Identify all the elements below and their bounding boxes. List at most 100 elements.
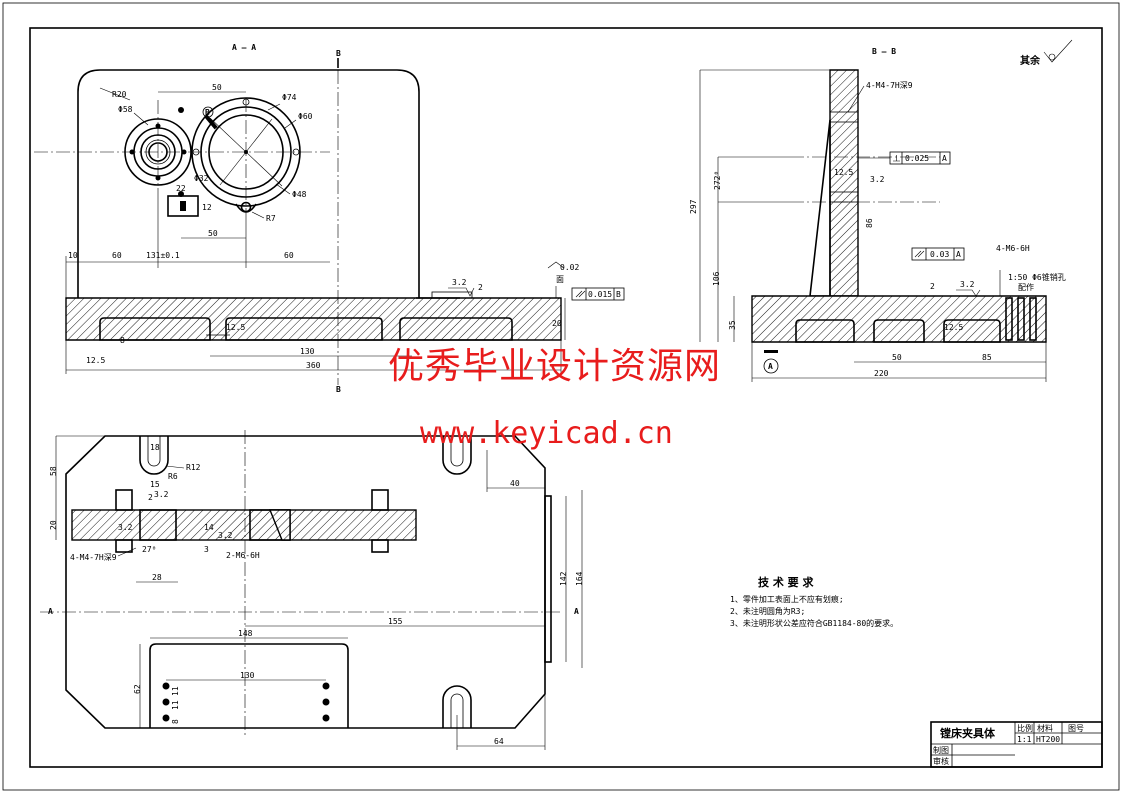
dim-142: 142 (559, 571, 568, 586)
dim-131: 131±0.1 (146, 251, 180, 260)
general-roughness: 其余 (1020, 39, 1073, 67)
dim-106: 106 (712, 271, 721, 286)
dim-28: 28 (152, 573, 162, 582)
roughness-3-2-plan-a: 3.2 (154, 490, 169, 499)
parallel-datum-side: A (956, 250, 961, 259)
cut-mark-b-bottom: B (336, 385, 341, 394)
thread-2m6: 2-M6-6H (226, 551, 260, 560)
dim-272: 272⁰ (713, 171, 722, 190)
dim-155: 155 (388, 617, 403, 626)
drawn-label: 制图 (933, 745, 949, 755)
dim-58: 58 (49, 466, 58, 476)
dim-8-plan: 8 (171, 719, 180, 724)
dim-62: 62 (133, 684, 142, 694)
dim-2-side: 2 (930, 282, 935, 291)
r7-label: R7 (266, 214, 276, 223)
header-material: 材料 (1037, 723, 1053, 733)
header-ratio: 比例 (1017, 723, 1033, 733)
r20-label: R20 (112, 90, 127, 99)
flatness-value: 0.02 (560, 263, 579, 272)
perp-datum: A (942, 154, 947, 163)
dim-2-front: 2 (478, 283, 483, 292)
front-view: A — A B (34, 43, 625, 394)
r6-label: R6 (168, 472, 178, 481)
dim-8: 8 (120, 336, 125, 345)
assembly-note: 配作 (1018, 282, 1034, 292)
dim-11-b: 11 (171, 686, 180, 696)
tech-req-item-3: 3、未注明形状公差应符合GB1184-80的要求。 (730, 618, 898, 628)
dim-11-a: 11 (171, 700, 180, 710)
roughness-3-2-side-b: 3.2 (960, 280, 975, 289)
dim-85: 85 (982, 353, 992, 362)
dim-20-plan: 20 (49, 520, 58, 530)
phi32-label: Φ32 (194, 174, 209, 183)
thread-4m4-plan: 4-M4-7H深9 (70, 553, 117, 562)
dim-12: 12 (202, 203, 212, 212)
ratio-value: 1:1 (1017, 735, 1032, 744)
title-block: 镗床夹具体 比例 材料 图号 1:1 HT200 制图 审核 (930, 721, 1103, 768)
dim-164: 164 (575, 571, 584, 586)
dim-22: 22 (176, 184, 186, 193)
section-bb-label: B — B (872, 47, 896, 56)
dim-14: 14 (204, 523, 214, 532)
dim-27: 27⁰ (142, 545, 156, 554)
technical-requirements: 技 术 要 求 1、零件加工表面上不应有划痕; 2、未注明圆角为R3; 3、未注… (730, 575, 898, 628)
roughness-3-2-side: 3.2 (870, 175, 885, 184)
base-section (65, 297, 562, 341)
upright-outline (77, 69, 420, 300)
parallel-value-front: 0.015 (588, 290, 612, 299)
perp-value: 0.025 (905, 154, 929, 163)
roughness-12-5-a: 12.5 (226, 323, 245, 332)
dim-148: 148 (238, 629, 253, 638)
dim-130-plan: 130 (240, 671, 255, 680)
plan-section-strip (71, 509, 417, 541)
datum-circle-a: A (768, 362, 773, 371)
section-aa-label: A — A (232, 43, 256, 52)
tech-req-title: 技 术 要 求 (758, 575, 814, 589)
dim-18: 18 (150, 443, 160, 452)
side-view: B — B A 297 272⁰ 106 35 86 4-M4-7 (689, 47, 1066, 382)
dim-15: 15 (150, 480, 160, 489)
roughness-3-2-plan-b: 3.2 (218, 531, 233, 540)
watermark-line-2: www.keyicad.cn (420, 416, 673, 451)
roughness-12-5-side-b: 12.5 (944, 323, 963, 332)
taper-pin-note: 1:50 Φ6锥销孔 (1008, 272, 1066, 282)
dim-297: 297 (689, 199, 698, 214)
surface-note: 面 (556, 275, 564, 284)
plan-view: A A 58 20 18 R12 R6 15 2 3.2 14 3.2 3.2 … (40, 430, 584, 750)
cut-mark-a-right: A (574, 607, 579, 616)
dim-220: 220 (874, 369, 889, 378)
material-value: HT200 (1036, 735, 1060, 744)
dim-40: 40 (510, 479, 520, 488)
parallel-datum-front: B (616, 290, 621, 299)
watermark-line-1: 优秀毕业设计资源网 (388, 346, 721, 387)
dim-3-plan: 3 (204, 545, 209, 554)
plan-outline (65, 435, 546, 729)
dim-50-top: 50 (212, 83, 222, 92)
dim-2-plan: 2 (148, 493, 153, 502)
datum-circle-b: B (205, 108, 210, 117)
dim-60-left: 60 (112, 251, 122, 260)
dim-50-side: 50 (892, 353, 902, 362)
dim-360: 360 (306, 361, 321, 370)
cut-mark-a-left: A (48, 607, 53, 616)
dim-50-bottom: 50 (208, 229, 218, 238)
roughness-12-5-side: 12.5 (834, 168, 853, 177)
drawing-frame (29, 27, 1103, 768)
phi58-label: Φ58 (118, 105, 133, 114)
roughness-3-2-plan-c: 3.2 (118, 523, 133, 532)
parallel-value-side: 0.03 (930, 250, 949, 259)
dim-60-right: 60 (284, 251, 294, 260)
part-name: 镗床夹具体 (940, 726, 996, 740)
watermark: 优秀毕业设计资源网 www.keyicad.cn (388, 346, 721, 451)
tech-req-item-1: 1、零件加工表面上不应有划痕; (730, 594, 844, 604)
checked-label: 审核 (933, 756, 949, 766)
roughness-12-5-b: 12.5 (86, 356, 105, 365)
dim-130-front: 130 (300, 347, 315, 356)
phi60-label: Φ60 (298, 112, 313, 121)
phi74-label: Φ74 (282, 93, 297, 102)
dim-20-front: 20 (552, 319, 562, 328)
dim-10: 10 (68, 251, 78, 260)
r12-label: R12 (186, 463, 201, 472)
